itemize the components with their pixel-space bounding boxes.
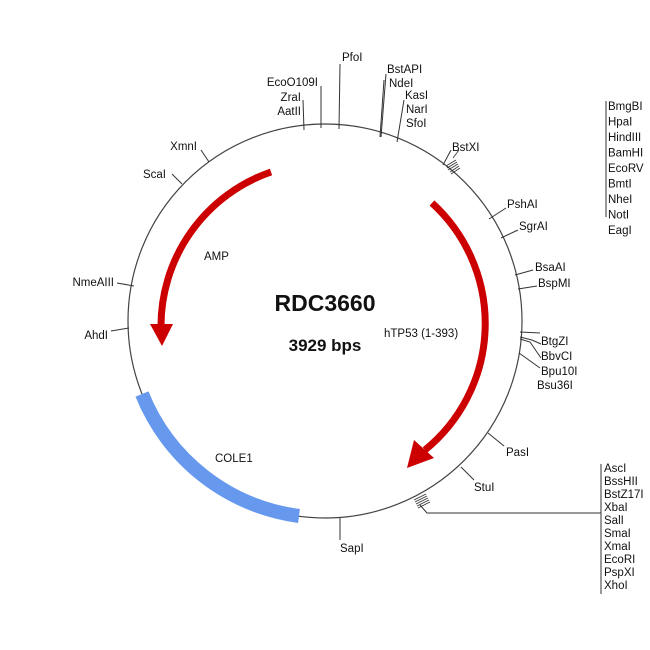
site-label[interactable]: NarI [406, 104, 428, 116]
site-label[interactable]: XbaI [604, 502, 628, 514]
site-label[interactable]: SfoI [406, 118, 426, 130]
site-label[interactable]: SalI [604, 515, 624, 527]
site-label[interactable]: PasI [506, 447, 529, 459]
site-label[interactable]: BbvCI [541, 351, 572, 363]
site-label[interactable]: SgrAI [519, 221, 548, 233]
site-label[interactable]: BstZ17I [604, 489, 644, 501]
site-label[interactable]: BmgBI [608, 101, 643, 113]
site-label[interactable]: HindIII [608, 132, 641, 144]
site-label[interactable]: StuI [474, 482, 494, 494]
plasmid-name: RDC3660 [275, 290, 376, 316]
site-label[interactable]: NmeAIII [72, 277, 114, 289]
site-label[interactable]: EagI [608, 225, 632, 237]
site-label[interactable]: BtgZI [541, 336, 568, 348]
plasmid-backbone [127, 123, 523, 519]
htp53-label: hTP53 (1-393) [384, 328, 458, 340]
site-label[interactable]: NheI [608, 194, 632, 206]
amp-label: AMP [204, 251, 229, 263]
site-label[interactable]: KasI [405, 90, 428, 102]
site-label[interactable]: XmnI [170, 141, 197, 153]
feature-htp53[interactable]: hTP53 (1-393) [384, 200, 489, 468]
site-label[interactable]: BamHI [608, 148, 643, 160]
feature-cole1[interactable]: COLE1 [135, 391, 300, 523]
site-group-mcs1: BmgBI HpaI HindIII BamHI EcoRV BmtI NheI… [605, 101, 644, 237]
site-label[interactable]: SapI [340, 543, 364, 555]
site-label[interactable]: BssHII [604, 476, 638, 488]
cole1-label: COLE1 [215, 453, 253, 465]
htp53-arc [422, 200, 489, 453]
site-label[interactable]: EcoRI [604, 554, 635, 566]
feature-amp[interactable]: AMP [150, 168, 273, 346]
site-label[interactable]: NotI [608, 210, 629, 222]
site-group-left: XmnI ScaI NmeAIII AhdI [72, 141, 210, 342]
amp-arrowhead [150, 324, 173, 346]
site-label[interactable]: EcoO109I [267, 77, 318, 89]
site-label[interactable]: EcoRV [608, 163, 644, 175]
site-label[interactable]: Bsu36I [537, 380, 573, 392]
site-label[interactable]: AscI [604, 463, 626, 475]
plasmid-size: 3929 bps [289, 336, 362, 355]
site-label[interactable]: AhdI [84, 330, 108, 342]
site-label[interactable]: ZraI [281, 92, 301, 104]
site-label[interactable]: Bpu10I [541, 366, 577, 378]
site-label[interactable]: PfoI [342, 52, 362, 64]
site-label[interactable]: BstXI [452, 142, 479, 154]
cole1-arc [135, 391, 300, 523]
site-label[interactable]: ScaI [143, 169, 166, 181]
site-label[interactable]: BmtI [608, 179, 632, 191]
site-label[interactable]: HpaI [608, 117, 632, 129]
site-group-mcs2: AscI BssHII BstZ17I XbaI SalI SmaI XmaI … [413, 463, 644, 594]
site-label[interactable]: SmaI [604, 528, 631, 540]
site-label[interactable]: XhoI [604, 580, 628, 592]
site-label[interactable]: BsaAI [535, 262, 566, 274]
site-group-right: PshAI SgrAI BsaAI BspMI BtgZI BbvCI Bpu1… [339, 199, 577, 555]
amp-arc [157, 168, 273, 329]
site-label[interactable]: BstAPI [387, 64, 422, 76]
site-label[interactable]: XmaI [604, 541, 631, 553]
site-label[interactable]: NdeI [389, 78, 413, 90]
site-label[interactable]: PshAI [507, 199, 538, 211]
site-label[interactable]: PspXI [604, 567, 635, 579]
site-label[interactable]: AatII [277, 106, 301, 118]
htp53-arrowhead [407, 440, 434, 468]
site-label[interactable]: BspMI [538, 278, 571, 290]
site-group-top: PfoI EcoO109I ZraI AatII BstAPI NdeI Kas… [267, 52, 479, 175]
